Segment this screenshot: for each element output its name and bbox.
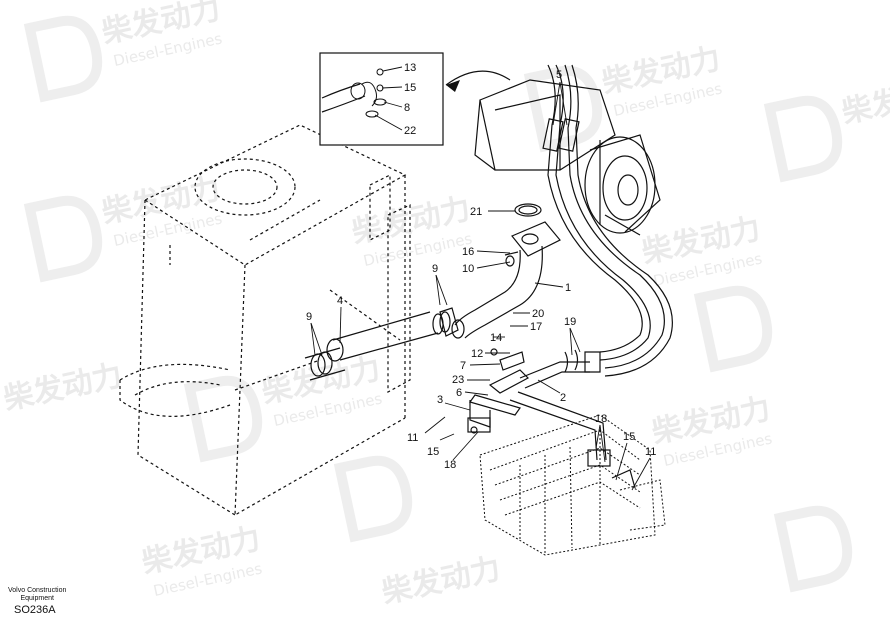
- pressure-hoses: [542, 64, 673, 377]
- watermark-logo-icon: [763, 95, 843, 183]
- control-valve: [479, 414, 666, 556]
- callout-18b: 18: [595, 413, 607, 425]
- callout-16: 16: [462, 246, 474, 258]
- callout-11a: 11: [407, 432, 418, 444]
- watermark-logo-icon: [773, 505, 853, 593]
- callout-17: 17: [530, 321, 542, 333]
- watermark-layer: 柴发动力 Diesel-Engines 柴发动力 Diesel-Engines …: [1, 0, 890, 611]
- watermark-logo-icon: [333, 455, 413, 543]
- callout-4: 4: [337, 295, 343, 307]
- watermark-cn: 柴发动力: [1, 358, 126, 417]
- callout-12: 12: [471, 348, 483, 360]
- callout-15: 15: [404, 82, 416, 94]
- watermark-logo-icon: [693, 285, 773, 373]
- callout-20: 20: [532, 308, 544, 320]
- brand-line-1: Volvo Construction: [8, 587, 67, 594]
- watermark-logo-icon: [183, 375, 263, 463]
- callout-9a: 9: [432, 263, 438, 275]
- callout-7: 7: [460, 360, 466, 372]
- detail-pointer-arrow: [445, 70, 511, 86]
- callout-labels: 13 15 8 22 5 21 16 10 1 9 9 4 20 17 14 1…: [306, 62, 656, 471]
- callout-21: 21: [470, 206, 482, 218]
- callout-13: 13: [404, 62, 416, 74]
- detail-inset: [319, 52, 511, 146]
- callout-14: 14: [490, 332, 502, 344]
- brand-line-2: Equipment: [20, 595, 54, 602]
- callout-18a: 18: [444, 459, 456, 471]
- hydraulic-pump: [474, 79, 661, 236]
- callout-8: 8: [404, 102, 410, 114]
- brand-caption: Volvo Construction Equipment: [8, 587, 66, 603]
- watermark-logo-icon: [23, 15, 103, 103]
- watermark-cn: 柴发动力: [839, 71, 890, 130]
- callout-3: 3: [437, 394, 443, 406]
- watermark-cn: 柴发动力: [379, 551, 504, 610]
- watermark-logo-icon: [23, 195, 103, 283]
- suction-pipe: [304, 203, 561, 381]
- callout-5: 5: [556, 69, 562, 81]
- return-pipe: [467, 348, 636, 489]
- callout-23: 23: [452, 374, 464, 386]
- callout-6: 6: [456, 387, 462, 399]
- callout-15c: 15: [623, 431, 635, 443]
- watermark-logo-icon: [523, 65, 603, 153]
- callout-1: 1: [565, 282, 571, 294]
- callout-9b: 9: [306, 311, 312, 323]
- callout-10: 10: [462, 263, 474, 275]
- leader-lines: [310, 66, 651, 491]
- drawing-code: SO236A: [14, 604, 56, 616]
- hydraulic-tank: [119, 124, 411, 517]
- callout-19: 19: [564, 316, 576, 328]
- callout-22: 22: [404, 125, 416, 137]
- callout-15b: 15: [427, 446, 439, 458]
- callout-11b: 11: [645, 446, 656, 458]
- callout-2: 2: [560, 392, 566, 404]
